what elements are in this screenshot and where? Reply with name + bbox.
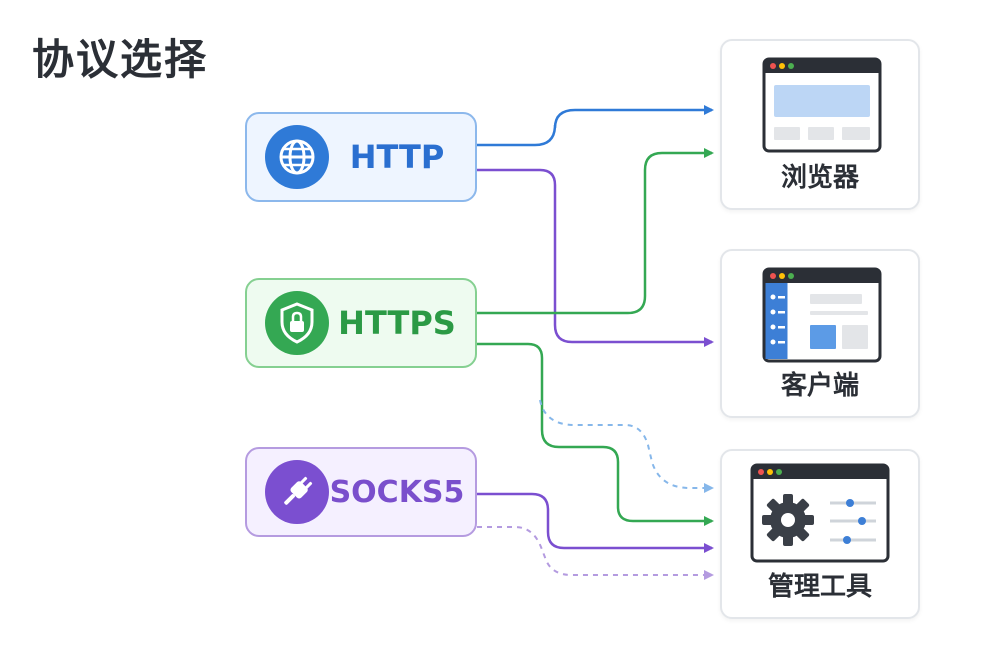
sliders-icon — [830, 499, 876, 544]
protocol-label: HTTP — [349, 138, 445, 176]
target-label: 浏览器 — [780, 163, 859, 193]
target-label: 客户端 — [780, 371, 859, 401]
target-client[interactable]: 客户端 — [720, 249, 920, 418]
plug-icon — [265, 460, 329, 524]
line-dashed-tools — [539, 399, 714, 493]
line-http-client — [477, 168, 714, 347]
settings-panel-icon — [750, 463, 890, 563]
gear-icon — [762, 494, 814, 546]
client-app-icon — [762, 267, 882, 363]
protocol-label: SOCKS5 — [329, 474, 465, 510]
line-socks-tools — [477, 492, 714, 553]
line-socks-dashed-tools — [477, 526, 714, 580]
page-title: 协议选择 — [32, 35, 209, 84]
globe-icon — [265, 125, 329, 189]
shield-lock-icon — [265, 291, 329, 355]
line-http-browser — [477, 105, 714, 147]
line-https-tools — [477, 342, 714, 526]
protocol-https[interactable]: HTTPS — [245, 278, 477, 368]
browser-window-icon — [762, 57, 882, 153]
protocol-http[interactable]: HTTP — [245, 112, 477, 202]
target-browser[interactable]: 浏览器 — [720, 39, 920, 210]
protocol-label: HTTPS — [338, 304, 456, 342]
protocol-socks5[interactable]: SOCKS5 — [245, 447, 477, 537]
line-https-browser — [477, 148, 714, 315]
target-label: 管理工具 — [767, 572, 872, 602]
target-tools[interactable]: 管理工具 — [720, 449, 920, 619]
